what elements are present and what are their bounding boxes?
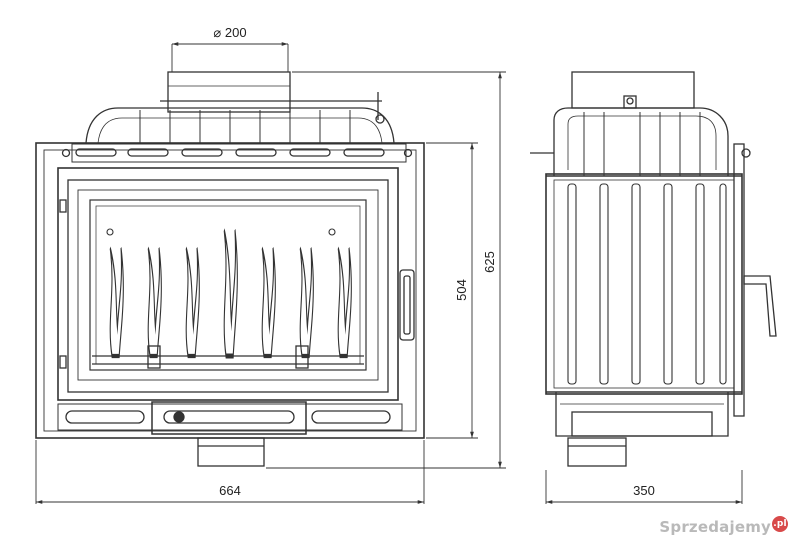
side-view <box>530 71 777 467</box>
dim-door-height: 504 <box>454 279 469 301</box>
air-control-slider[interactable] <box>151 401 307 435</box>
top-cage-front <box>85 107 395 144</box>
watermark-suffix: .pl <box>772 516 788 532</box>
door-glass <box>89 199 367 371</box>
flame-decoration <box>106 229 351 356</box>
watermark-logo: Sprzedajemy.pl <box>659 516 788 536</box>
dim-flue-diameter: ⌀ 200 <box>213 25 246 40</box>
door[interactable] <box>57 167 399 401</box>
watermark-text: Sprzedajemy <box>659 518 771 536</box>
side-body <box>545 173 743 395</box>
dim-side-depth: 350 <box>633 483 655 498</box>
front-view <box>35 71 425 467</box>
air-inlet-side <box>567 437 627 467</box>
door-handle-side[interactable] <box>743 275 777 337</box>
door-handle[interactable] <box>399 269 415 341</box>
air-inlet-front <box>197 437 265 467</box>
dim-total-height: 625 <box>482 251 497 273</box>
dimension-lines <box>35 42 743 504</box>
flue-collar-front <box>167 71 291 113</box>
dim-front-width: 664 <box>219 483 241 498</box>
